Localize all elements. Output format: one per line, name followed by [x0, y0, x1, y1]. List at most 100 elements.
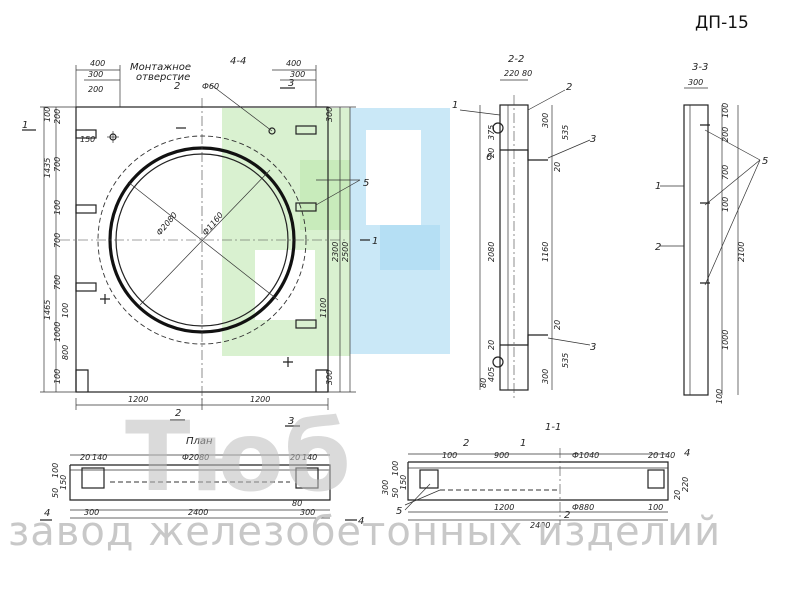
dim-1-1-100-c: 100 — [648, 503, 663, 512]
cut-mark-1-left: 1 — [22, 120, 28, 131]
dim-3-3-700: 700 — [721, 165, 730, 180]
dim-4-4-300-right: 300 — [300, 508, 315, 517]
dim-1-1-1200: 1200 — [494, 503, 514, 512]
dim-2-2-535: 535 — [561, 125, 570, 140]
section-2-2 — [459, 79, 591, 400]
drawing-title: ДП-15 — [695, 13, 749, 33]
dim-right-1100: 1100 — [319, 298, 328, 318]
watermark-brand: Тюб — [125, 401, 351, 513]
section-label-3-3: 3-3 — [692, 62, 708, 73]
cut-mark-4-left: 4 — [44, 508, 50, 519]
dim-4-4-80: 80 — [292, 499, 302, 508]
dim-right-300-bottom: 300 — [325, 370, 334, 385]
dim-1-1-300: 300 — [381, 480, 390, 495]
dim-top-400-right: 400 — [286, 59, 301, 68]
dim-inner-dia: Ф2080 — [155, 211, 179, 238]
dim-left-1000: 1000 — [53, 322, 62, 342]
dim-left-800: 800 — [61, 345, 70, 360]
callout-1-1-1: 1 — [520, 438, 526, 449]
dim-left-200: 200 — [53, 109, 62, 124]
dim-1-1-900: 900 — [494, 451, 509, 460]
dim-3-3-1000: 1000 — [721, 330, 730, 350]
dim-2-2-405: 405 — [487, 367, 496, 382]
dim-2-2-300-b: 300 — [541, 369, 550, 384]
callout-3-3-1: 1 — [655, 181, 661, 192]
note-mounting: Монтажное — [130, 62, 191, 73]
watermark-slogan: завод железобетонных изделий — [8, 509, 721, 555]
dim-2-2-20-a: 20 — [487, 148, 496, 158]
dim-1-1-20: 20 — [648, 451, 658, 460]
dim-1-1-100-b: 100 — [391, 461, 400, 476]
dim-3-3-100-c: 100 — [715, 389, 724, 404]
dim-2-2-535-b: 535 — [561, 353, 570, 368]
dim-3-3-100: 100 — [721, 103, 730, 118]
cut-mark-4-right: 4 — [358, 516, 364, 527]
dim-2-2-20-c: 20 — [487, 340, 496, 350]
callout-2-2-3a: 3 — [590, 134, 596, 145]
dim-2-2-300: 300 — [541, 113, 550, 128]
dim-4-4-150: 150 — [59, 475, 68, 490]
dim-right-2300: 2300 — [331, 242, 340, 262]
dim-left-700-c: 700 — [53, 275, 62, 290]
section-4-4 — [40, 454, 357, 521]
dim-left-1435: 1435 — [43, 158, 52, 178]
section-label-2-2: 2-2 — [508, 54, 524, 65]
dim-4-4-140-right: 140 — [302, 453, 317, 462]
dim-2-2-20-d: 20 — [553, 320, 562, 330]
cut-mark-2-top: 2 — [174, 81, 180, 92]
dim-1-1-20-b: 20 — [673, 490, 682, 500]
dim-left-700-b: 700 — [53, 233, 62, 248]
callout-1-1-5: 5 — [396, 506, 402, 517]
dim-3-3-100-b: 100 — [721, 197, 730, 212]
section-mark-4-4: 4-4 — [230, 56, 246, 67]
callout-1-1-4: 4 — [684, 448, 690, 459]
note-opening: отверстие — [136, 72, 190, 83]
dim-bottom-1200-right: 1200 — [250, 395, 270, 404]
callout-2-2-3b: 3 — [590, 342, 596, 353]
callout-2-2-2: 2 — [566, 82, 572, 93]
dim-right-300-top: 300 — [325, 107, 334, 122]
dim-3-3-200: 200 — [721, 127, 730, 142]
callout-5: 5 — [363, 178, 369, 189]
note-dia: Ф60 — [202, 82, 219, 91]
dim-4-4-20-left: 20 — [80, 453, 90, 462]
dim-left-700-a: 700 — [53, 157, 62, 172]
section-1-1 — [404, 448, 669, 525]
dim-outer-dia: Ф1160 — [201, 211, 225, 238]
dim-1-1-150: 150 — [399, 475, 408, 490]
dim-3-3-2100: 2100 — [737, 242, 746, 262]
dim-left-100-d: 100 — [53, 369, 62, 384]
section-label-1-1: 1-1 — [545, 422, 561, 433]
dim-1-1-100: 100 — [442, 451, 457, 460]
dim-2-2-80: 80 — [522, 69, 532, 78]
cut-mark-1-right: 1 — [372, 236, 378, 247]
dim-1-1-2400: 2400 — [530, 521, 550, 530]
dim-1-1-50: 50 — [391, 488, 400, 498]
dim-bottom-1200-left: 1200 — [128, 395, 148, 404]
dim-1-1-140: 140 — [660, 451, 675, 460]
callout-1-1-2: 2 — [463, 438, 469, 449]
cut-mark-2: 2 — [175, 408, 181, 419]
dim-2-2-80-b: 80 — [479, 378, 488, 388]
dim-4-4-300-left: 300 — [84, 508, 99, 517]
mounting-hole — [268, 127, 276, 135]
plan-caption: План — [186, 436, 213, 447]
section-3-3 — [660, 87, 761, 396]
watermark-logo — [222, 108, 450, 356]
dim-right-2500: 2500 — [341, 242, 350, 262]
callout-3-3-5: 5 — [762, 156, 768, 167]
dim-4-4-50: 50 — [51, 488, 60, 498]
dim-left-100: 100 — [43, 107, 52, 122]
dim-left-100-c: 100 — [61, 303, 70, 318]
callout-1-1-2b: 2 — [564, 510, 570, 521]
dim-2-2-1160: 1160 — [541, 242, 550, 262]
dim-left-1465: 1465 — [43, 300, 52, 320]
plan-view — [22, 65, 370, 427]
dim-2-2-220: 220 — [504, 69, 519, 78]
dim-2-2-375: 375 — [487, 125, 496, 140]
cut-mark-3-bottom: 3 — [288, 416, 294, 427]
dim-1-1-dia880: Ф880 — [572, 503, 594, 512]
dim-top-300-right: 300 — [290, 70, 305, 79]
dim-top-200: 200 — [88, 85, 103, 94]
